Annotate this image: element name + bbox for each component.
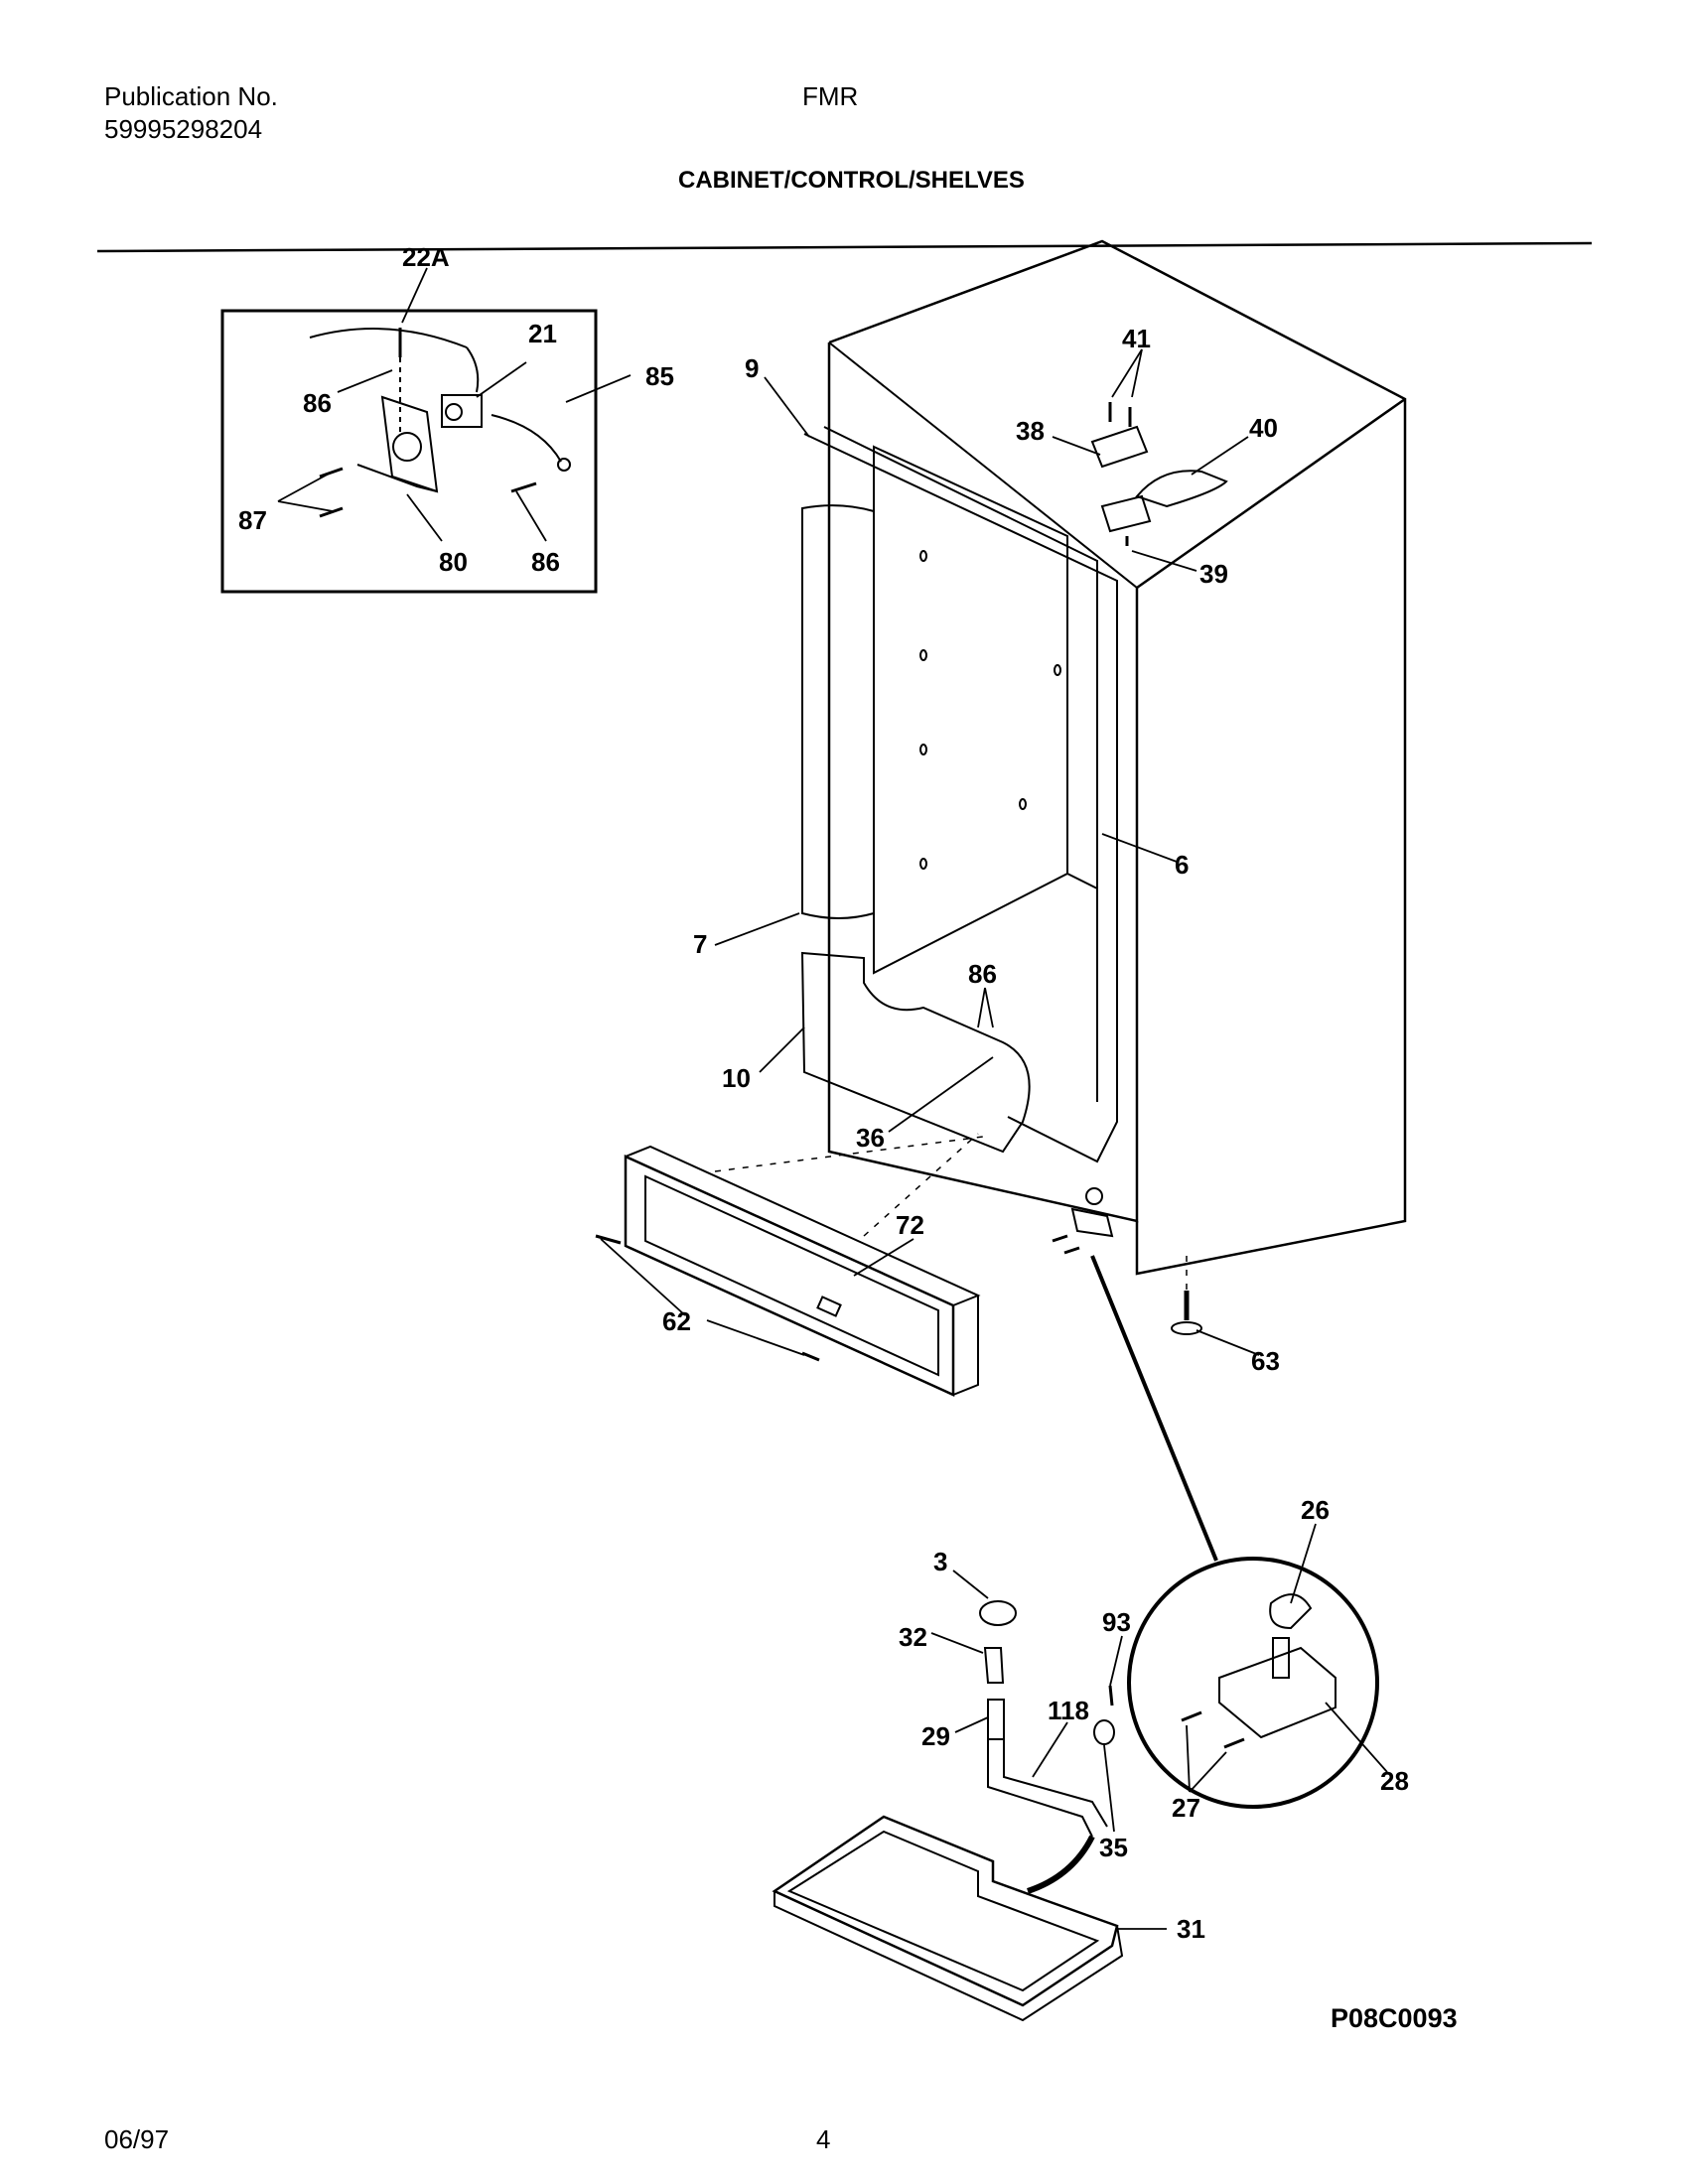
drain-assembly xyxy=(979,1600,1115,1894)
callout-86-screw: 86 xyxy=(531,547,560,577)
zoomed-hinge xyxy=(1181,1593,1336,1749)
callout-29: 29 xyxy=(921,1721,950,1751)
callout-35: 35 xyxy=(1099,1833,1128,1862)
callout-9: 9 xyxy=(745,353,759,383)
callout-38: 38 xyxy=(1016,416,1045,446)
leveling-leg xyxy=(1171,1291,1202,1335)
lower-hinge-small xyxy=(1052,1187,1114,1255)
bottom-trim xyxy=(800,951,1031,1154)
callout-86-control: 86 xyxy=(303,388,332,418)
callout-26: 26 xyxy=(1301,1495,1330,1525)
footer-date: 06/97 xyxy=(104,2124,170,2154)
zoom-circle xyxy=(1127,1557,1379,1809)
publication-label: Publication No. xyxy=(104,81,278,111)
callout-87: 87 xyxy=(238,505,267,535)
callout-31: 31 xyxy=(1177,1914,1205,1944)
cabinet-body xyxy=(803,239,1407,1276)
callout-80: 80 xyxy=(439,547,468,577)
callout-63: 63 xyxy=(1251,1346,1280,1376)
callout-21: 21 xyxy=(528,319,557,348)
callout-72: 72 xyxy=(896,1210,924,1240)
callout-7: 7 xyxy=(693,929,707,959)
upper-hinge xyxy=(1090,402,1228,546)
figure-code: P08C0093 xyxy=(1331,2003,1458,2033)
callout-28: 28 xyxy=(1380,1766,1409,1796)
header-rule xyxy=(96,241,1593,253)
callout-118: 118 xyxy=(1048,1696,1089,1725)
zoom-link-line xyxy=(1090,1255,1218,1562)
callout-85: 85 xyxy=(645,361,674,391)
kickplate-grille xyxy=(595,1145,981,1397)
publication-number: 59995298204 xyxy=(104,114,263,144)
door-liner-strip xyxy=(801,504,875,919)
callout-62: 62 xyxy=(662,1306,691,1336)
callout-3: 3 xyxy=(933,1547,947,1576)
page-number: 4 xyxy=(816,2124,831,2154)
control-assembly xyxy=(309,328,571,518)
callout-32: 32 xyxy=(899,1622,927,1652)
callout-6: 6 xyxy=(1175,850,1189,880)
callout-40: 40 xyxy=(1249,413,1278,443)
callout-41: 41 xyxy=(1122,324,1151,353)
control-inset-box xyxy=(220,309,598,594)
model-name: FMR xyxy=(802,81,859,111)
callout-93: 93 xyxy=(1102,1607,1131,1637)
section-title: CABINET/CONTROL/SHELVES xyxy=(678,167,1025,194)
callout-22A: 22A xyxy=(402,242,450,272)
callout-86-bottom: 86 xyxy=(968,959,997,989)
callout-10: 10 xyxy=(722,1063,751,1093)
callout-27: 27 xyxy=(1172,1793,1200,1823)
callout-39: 39 xyxy=(1199,559,1228,589)
callout-36: 36 xyxy=(856,1123,885,1153)
drain-pan xyxy=(772,1815,1124,2022)
